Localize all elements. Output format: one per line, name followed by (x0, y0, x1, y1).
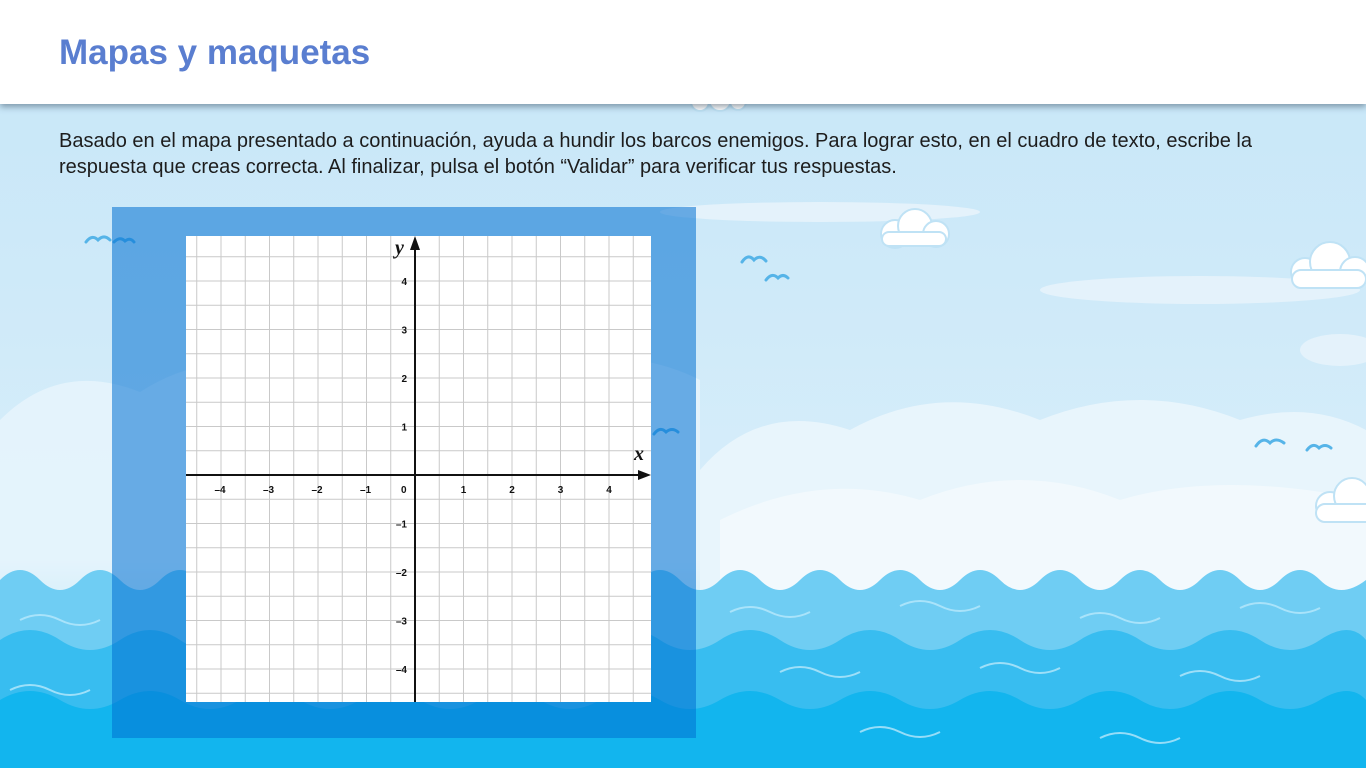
page-title: Mapas y maquetas (59, 33, 371, 72)
x-tick-label: –3 (263, 485, 275, 496)
y-axis-label: y (393, 237, 404, 259)
coordinate-grid: –4 –3 –2 –1 1 2 3 4 4 3 2 1 –1 –2 –3 –4 x y 0 (186, 236, 651, 702)
y-axis-arrow-icon (410, 236, 420, 250)
x-tick-label: 2 (509, 485, 515, 496)
y-tick-label: –2 (396, 568, 408, 579)
tick-labels: –4 –3 –2 –1 1 2 3 4 4 3 2 1 –1 –2 –3 –4 (214, 277, 612, 676)
x-tick-label: –2 (311, 485, 323, 496)
cloud-icon (880, 208, 950, 249)
y-tick-label: –3 (396, 617, 408, 628)
y-tick-label: 2 (401, 374, 407, 385)
y-tick-label: 1 (401, 423, 407, 434)
origin-label: 0 (401, 485, 407, 496)
instructions-text: Basado en el mapa presentado a continuac… (59, 130, 1252, 178)
map-panel: –4 –3 –2 –1 1 2 3 4 4 3 2 1 –1 –2 –3 –4 x y 0 (112, 207, 696, 738)
x-tick-label: 4 (606, 485, 612, 496)
y-tick-label: –4 (396, 665, 408, 676)
x-tick-label: 1 (461, 485, 467, 496)
x-axis-arrow-icon (638, 470, 651, 480)
y-tick-label: –1 (396, 520, 408, 531)
x-tick-label: –1 (360, 485, 372, 496)
header-bar: Mapas y maquetas (0, 0, 1366, 104)
y-tick-label: 4 (401, 277, 407, 288)
x-tick-label: –4 (214, 485, 226, 496)
x-axis-label: x (633, 443, 644, 465)
coordinate-plane: –4 –3 –2 –1 1 2 3 4 4 3 2 1 –1 –2 –3 –4 x y 0 (186, 236, 651, 702)
x-tick-label: 3 (558, 485, 564, 496)
grid-lines (186, 236, 651, 702)
y-tick-label: 3 (401, 326, 407, 337)
